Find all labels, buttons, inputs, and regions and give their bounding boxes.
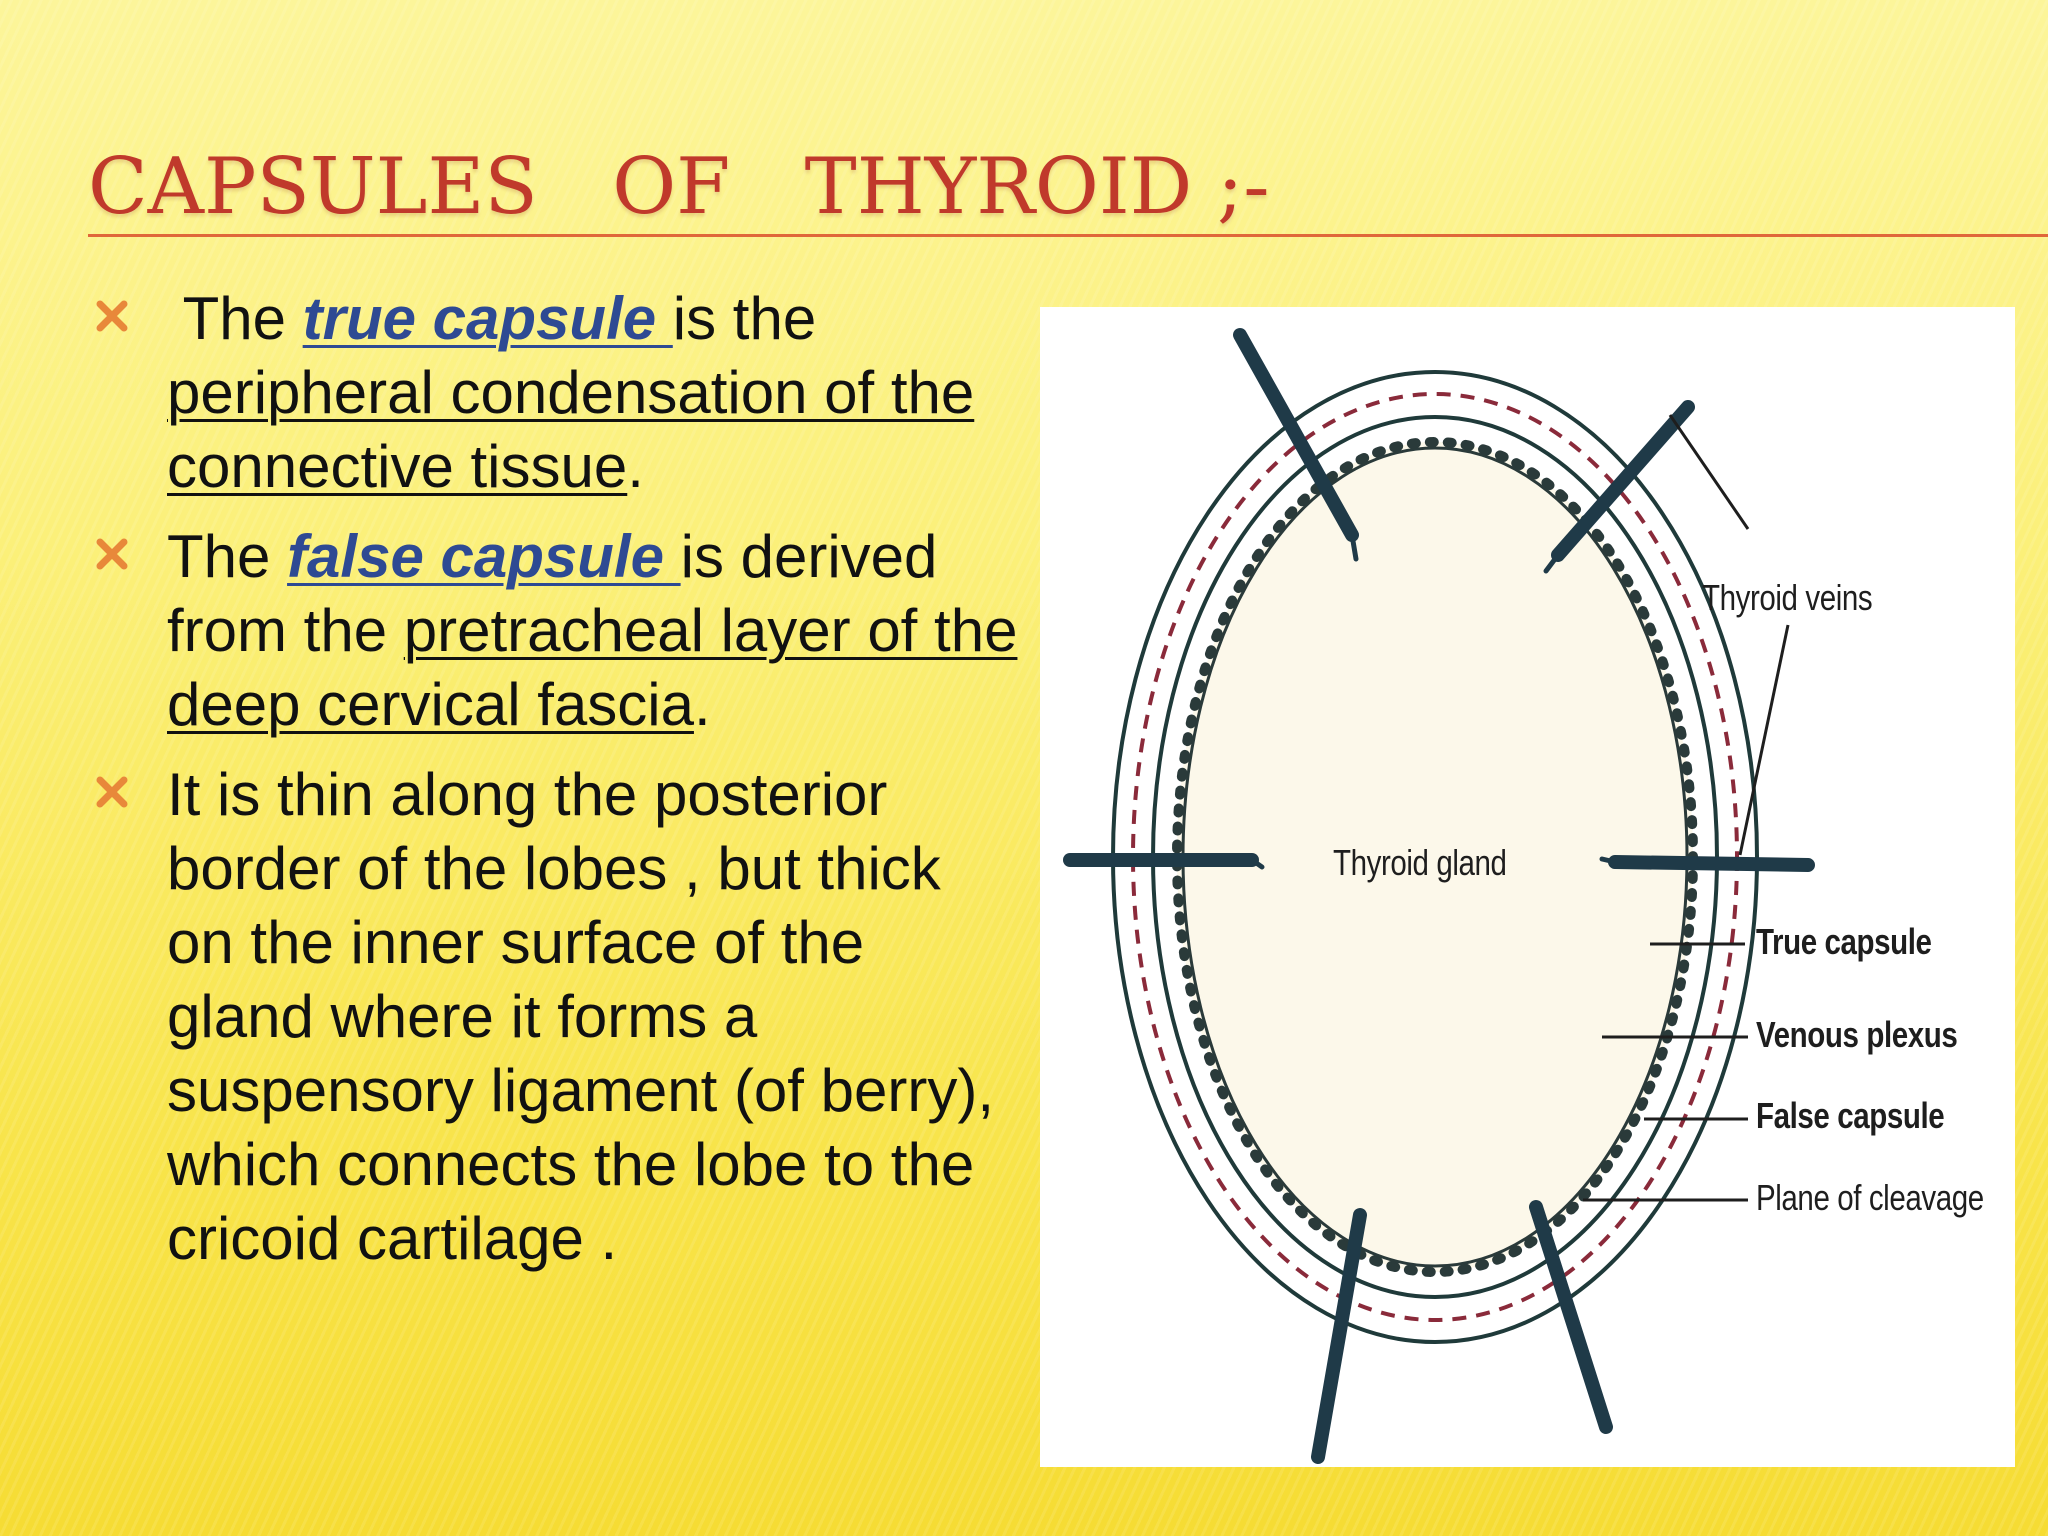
false-capsule-keyword: false capsule — [287, 523, 681, 590]
bullet-underlined-text: peripheral condensation of the connectiv… — [167, 359, 975, 500]
bullet-list: The true capsule is the peripheral conde… — [92, 282, 1022, 1292]
bullet-text-mid: is the — [672, 285, 817, 352]
plane-of-cleavage-label: Plane of cleavage — [1756, 1177, 1984, 1218]
thyroid-veins-label: Thyroid veins — [1702, 577, 1873, 618]
bullet-item: The true capsule is the peripheral conde… — [92, 282, 1022, 504]
x-mark-icon — [92, 296, 132, 336]
bullet-text-pre: The — [167, 285, 303, 352]
title-divider — [88, 234, 2048, 237]
x-mark-icon — [92, 534, 132, 574]
bullet-text-mid: is derived from the — [167, 523, 938, 664]
bullet-item: The false capsule is derived from the pr… — [92, 520, 1022, 742]
diagram-graphic — [1063, 328, 1815, 1464]
thyroid-gland-label: Thyroid gland — [1333, 842, 1507, 883]
bullet-text-post: . — [693, 671, 711, 738]
thyroid-veins — [1063, 328, 1815, 1464]
bullet-underlined-text: pretracheal layer of the deep cervical f… — [167, 597, 1018, 738]
venous-plexus-label: Venous plexus — [1756, 1014, 1958, 1055]
x-mark-icon — [92, 772, 132, 812]
bullet-text-pre: The — [167, 523, 288, 590]
bullet-text: It is thin along the posterior border of… — [167, 761, 994, 1272]
leader-lines — [1583, 414, 1790, 1202]
true-capsule-label: True capsule — [1756, 921, 1932, 962]
true-capsule-keyword: true capsule — [302, 285, 673, 352]
thyroid-capsule-diagram: Thyroid gland Thyroid veins True capsule… — [1040, 307, 2015, 1467]
bullet-text-post: . — [627, 433, 644, 500]
slide-title: CAPSULES OF THYROID ;- — [88, 142, 1270, 232]
bullet-item: It is thin along the posterior border of… — [92, 758, 1022, 1276]
false-capsule-label: False capsule — [1756, 1095, 1945, 1136]
